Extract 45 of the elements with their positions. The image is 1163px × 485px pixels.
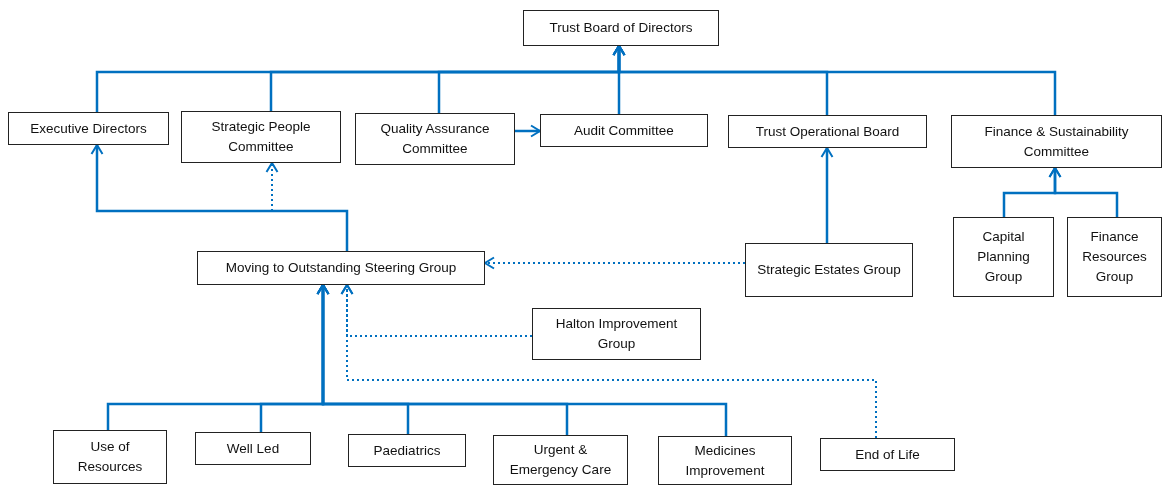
box-label: Paediatrics [373,441,441,460]
arrow [820,147,834,243]
org-box [195,432,311,465]
org-box [8,112,169,145]
org-box [348,434,466,467]
org-box [181,111,341,163]
box-label: Executive Directors [30,119,147,138]
box-label: Finance & Sustainability Committee [983,122,1130,161]
box-label: Trust Operational Board [755,122,900,141]
org-box [532,308,701,360]
box-label: Quality Assurance Committee [379,120,491,158]
org-box [355,113,515,165]
org-box [53,430,167,484]
dotted-arrow [484,256,746,270]
arrow [316,284,728,436]
box-label: Use of Resources [76,438,144,476]
box-label: Well Led [226,439,280,458]
box-label: Strategic Estates Group [757,261,901,279]
org-box [658,436,792,485]
org-box [540,114,708,147]
org-box [820,438,955,471]
box-label: Moving to Outstanding Steering Group [225,259,457,277]
dotted-arrow [340,284,877,439]
box-label: Finance Resources Group [1081,228,1148,286]
box-label: Urgent & Emergency Care [508,441,613,479]
org-box [1067,217,1162,297]
arrow [515,124,541,138]
org-box [745,243,913,297]
box-label: Trust Board of Directors [549,19,693,37]
org-box [197,251,485,285]
box-label: Strategic People Committee [210,118,312,156]
dotted-arrow [265,162,348,252]
box-label: Audit Committee [574,121,674,140]
org-box [953,217,1054,297]
org-box [728,115,927,148]
box-label: Halton Improvement Group [554,315,679,353]
box-label: Medicines Improvement [684,441,766,480]
arrow [1048,167,1119,217]
org-box [523,10,719,46]
arrow [90,144,349,251]
arrow [612,45,1057,115]
org-box [493,435,628,485]
box-label: Capital Planning Group [976,228,1031,286]
box-label: End of Life [855,445,920,464]
org-box [951,115,1162,168]
